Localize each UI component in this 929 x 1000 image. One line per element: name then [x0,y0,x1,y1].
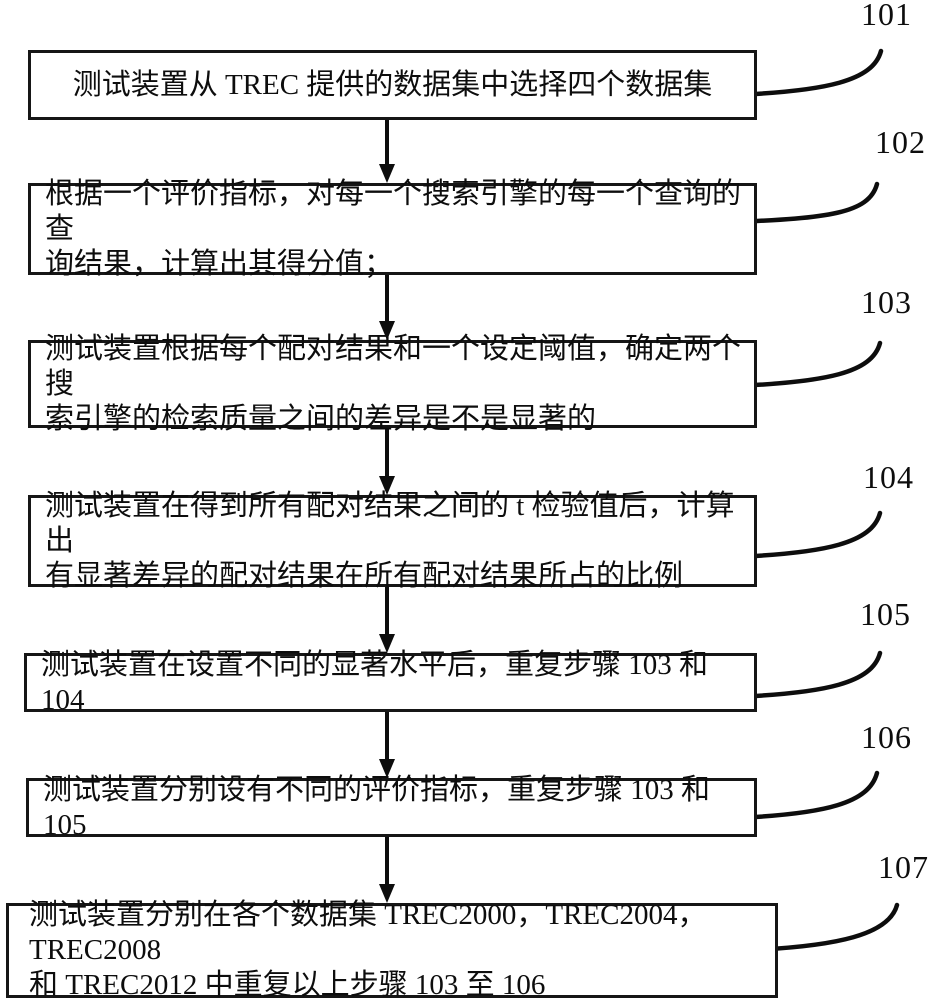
step-box-104: 测试装置在得到所有配对结果之间的 t 检验值后，计算出 有显著差异的配对结果在所… [28,490,757,592]
step-text-106: 测试装置分别设有不同的评价指标，重复步骤 103 和 105 [43,773,711,841]
step-text-101: 测试装置从 TREC 提供的数据集中选择四个数据集 [72,68,713,101]
step-box-101: 测试装置从 TREC 提供的数据集中选择四个数据集 [28,50,757,120]
step-box-102: 根据一个评价指标，对每一个搜索引擎的每一个查询的查 询结果，计算出其得分值； [28,178,757,280]
flow-arrow-3-to-4 [379,428,395,495]
ref-curve-103 [733,340,883,389]
step-text-104: 测试装置在得到所有配对结果之间的 t 检验值后，计算出 有显著差异的配对结果在所… [45,489,735,592]
step-text-103: 测试装置根据每个配对结果和一个设定阈值，确定两个搜 索引擎的检索质量之间的差异是… [45,332,742,435]
flow-arrow-1-to-2 [379,120,395,183]
flow-arrow-2-to-3 [379,275,395,340]
ref-label-106: 106 [861,719,912,755]
step-box-107: 测试装置分别在各个数据集 TREC2000，TREC2004，TREC2008 … [6,899,778,1000]
ref-label-104: 104 [863,459,914,495]
flow-arrow-5-to-6 [379,712,395,778]
ref-curve-104 [733,510,883,560]
flow-arrow-4-to-5 [379,587,395,653]
step-box-106: 测试装置分别设有不同的评价指标，重复步骤 103 和 105 [26,774,757,841]
ref-label-103: 103 [861,284,912,320]
ref-label-102: 102 [875,124,926,160]
ref-curve-101 [733,48,884,98]
ref-curve-106 [733,770,880,821]
ref-label-105: 105 [860,596,911,632]
ref-curve-102 [733,181,880,225]
step-text-102: 根据一个评价指标，对每一个搜索引擎的每一个查询的查 询结果，计算出其得分值； [45,177,742,280]
flow-arrow-6-to-7 [379,837,395,903]
ref-curve-105 [733,650,883,700]
ref-label-101: 101 [861,0,912,32]
step-box-103: 测试装置根据每个配对结果和一个设定阈值，确定两个搜 索引擎的检索质量之间的差异是… [28,333,757,435]
ref-label-107: 107 [878,849,929,885]
step-box-105: 测试装置在设置不同的显著水平后，重复步骤 103 和 104 [24,649,757,716]
step-text-105: 测试装置在设置不同的显著水平后，重复步骤 103 和 104 [41,648,709,716]
step-text-107: 测试装置分别在各个数据集 TREC2000，TREC2004，TREC2008 … [29,899,707,1000]
